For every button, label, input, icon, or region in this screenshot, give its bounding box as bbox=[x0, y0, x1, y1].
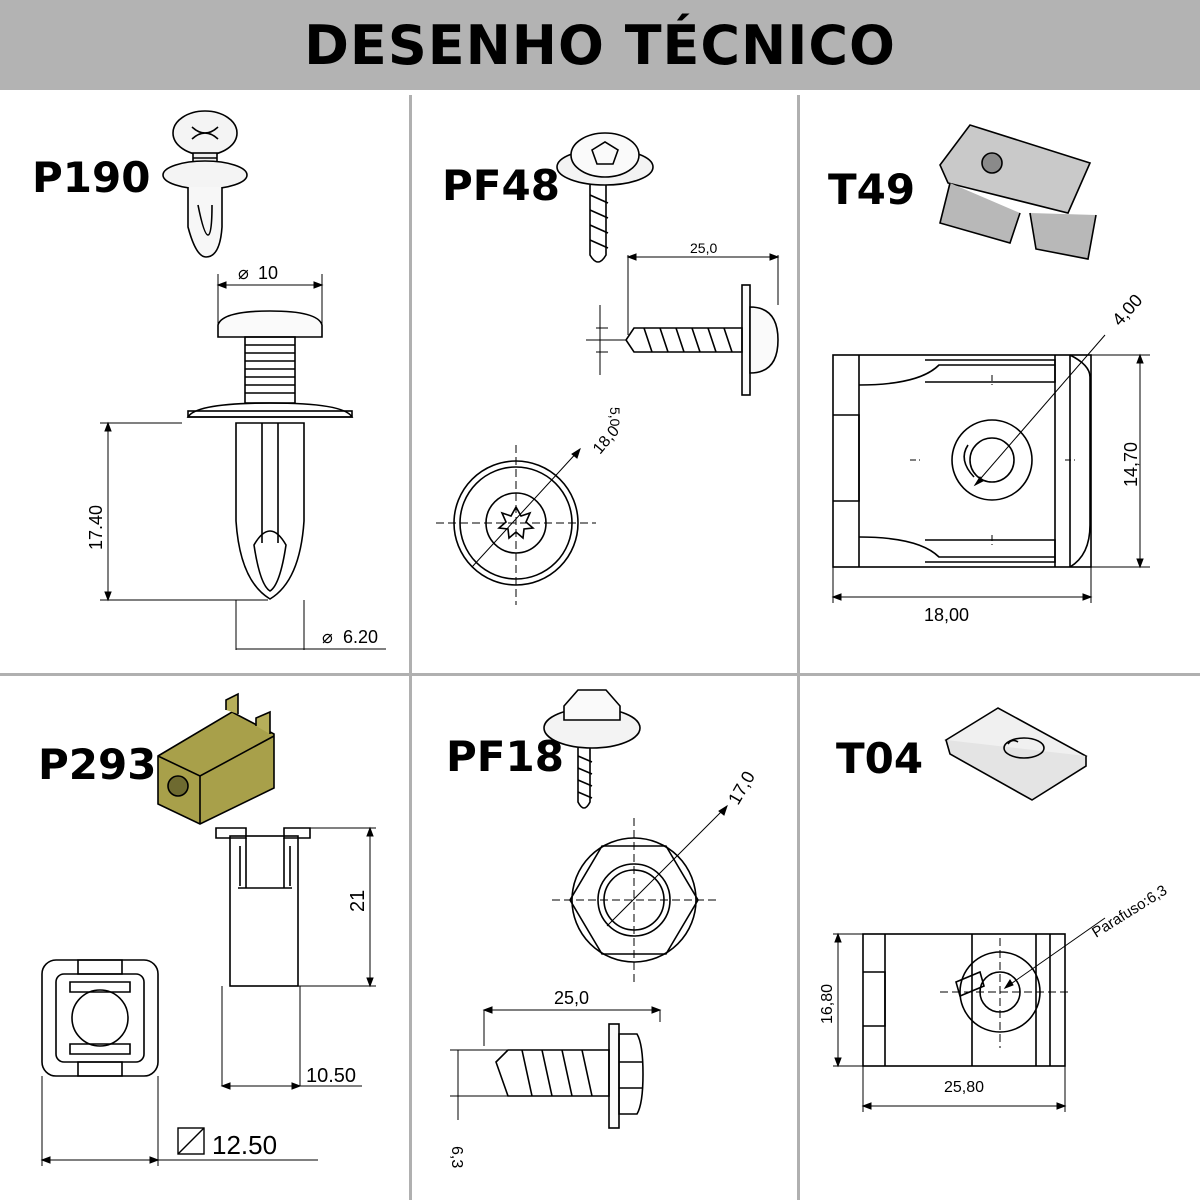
panel-t04: T04 bbox=[800, 676, 1200, 1200]
panel-t49: T49 bbox=[800, 95, 1200, 673]
t04-dim-width: 25,80 bbox=[944, 1079, 984, 1096]
t49-drawing: 4,00 14,70 18,00 bbox=[831, 124, 1150, 625]
pf48-drawing: 25,0 5,0 18,0 bbox=[436, 132, 780, 605]
pf48-dim-washer-diameter: 18,0 bbox=[590, 423, 623, 458]
p293-square-symbol bbox=[177, 1127, 205, 1155]
t04-dim-screw: Parafuso:6,3 bbox=[1089, 882, 1170, 941]
p293-drawing: 21 10.50 12.50 bbox=[40, 692, 376, 1166]
part-label-t04: T04 bbox=[836, 734, 924, 783]
p293-icon bbox=[157, 692, 275, 825]
p293-dim-square: 12.50 bbox=[212, 1130, 277, 1160]
part-label-p293: P293 bbox=[38, 740, 157, 789]
t04-icon bbox=[944, 707, 1088, 801]
page-title: DESENHO TÉCNICO bbox=[304, 14, 896, 77]
t49-dim-height: 14,70 bbox=[1121, 442, 1141, 487]
p190-dim-body-diameter-symbol: ⌀ bbox=[322, 627, 333, 647]
vertical-divider-right bbox=[797, 95, 800, 1200]
t04-drawing: Parafuso:6,3 16,80 25,80 bbox=[819, 707, 1170, 1112]
horizontal-divider bbox=[0, 673, 1200, 676]
header-bar: DESENHO TÉCNICO bbox=[0, 0, 1200, 90]
p190-drawing: 10 ⌀ 17.40 ⌀ 6.20 bbox=[86, 110, 386, 650]
t49-dim-width: 18,00 bbox=[924, 605, 969, 625]
panel-p190: P190 bbox=[0, 95, 409, 673]
pf18-dim-washer-diameter: 17,0 bbox=[724, 768, 759, 808]
panel-p293: P293 bbox=[0, 676, 409, 1200]
pf48-dim-length: 25,0 bbox=[690, 240, 717, 256]
part-label-t49: T49 bbox=[828, 165, 916, 214]
p190-dim-height: 17.40 bbox=[86, 505, 106, 550]
p190-dim-body-diameter: 6.20 bbox=[343, 627, 378, 647]
t04-dim-height: 16,80 bbox=[819, 984, 836, 1024]
p190-dim-head-diameter-symbol: ⌀ bbox=[238, 263, 249, 283]
part-label-pf18: PF18 bbox=[446, 732, 564, 781]
p190-icon bbox=[162, 110, 248, 258]
p293-dim-width: 10.50 bbox=[306, 1065, 356, 1087]
pf18-drawing: 17,0 25,0 6,3 bbox=[448, 689, 759, 1168]
t49-icon bbox=[939, 124, 1097, 260]
t49-dim-hole-diameter: 4,00 bbox=[1108, 290, 1146, 329]
pf48-icon bbox=[556, 132, 654, 263]
pf48-dim-thread-diameter: 5,0 bbox=[607, 407, 623, 427]
pf18-dim-length: 25,0 bbox=[554, 988, 589, 1008]
pf18-dim-thread-diameter: 6,3 bbox=[448, 1146, 465, 1168]
p293-dim-height: 21 bbox=[347, 890, 369, 912]
part-label-pf48: PF48 bbox=[442, 161, 560, 210]
pf18-icon bbox=[543, 689, 641, 809]
panel-pf18: PF18 bbox=[412, 676, 797, 1200]
part-label-p190: P190 bbox=[32, 153, 151, 202]
panel-pf48: PF48 bbox=[412, 95, 797, 673]
vertical-divider-left bbox=[409, 95, 412, 1200]
p190-dim-head-diameter: 10 bbox=[258, 263, 278, 283]
